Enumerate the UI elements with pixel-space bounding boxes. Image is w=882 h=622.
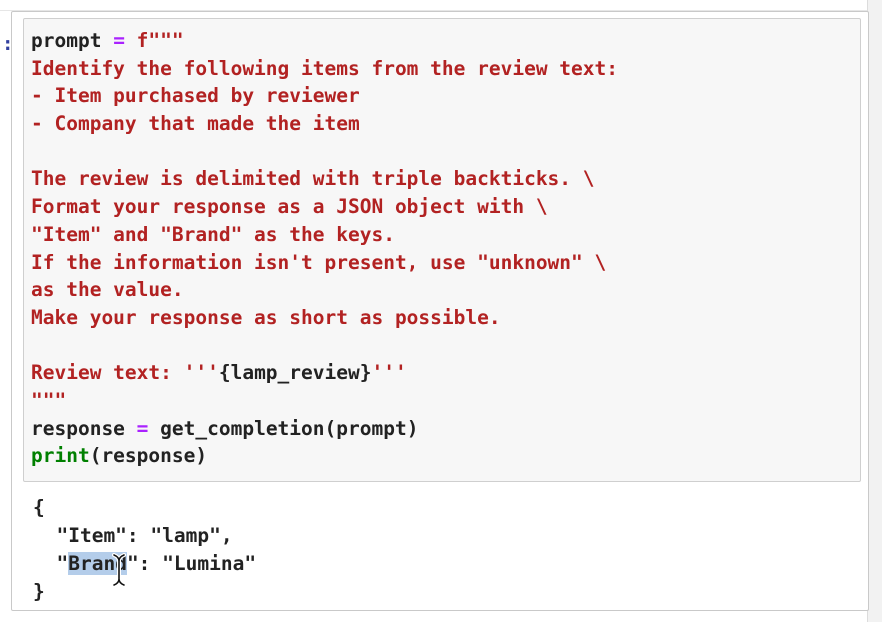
code-line[interactable]: response = get_completion(prompt) bbox=[31, 415, 618, 443]
code-token: - Company that made the item bbox=[31, 112, 360, 136]
code-token: - Item purchased by reviewer bbox=[31, 84, 360, 108]
code-token: Format your response as a JSON object wi… bbox=[31, 195, 548, 219]
notebook-top-divider bbox=[0, 0, 868, 11]
code-line[interactable]: If the information isn't present, use "u… bbox=[31, 249, 618, 277]
text-cursor-ibeam-icon bbox=[112, 553, 126, 587]
code-line[interactable]: "Item" and "Brand" as the keys. bbox=[31, 221, 618, 249]
code-line[interactable]: Identify the following items from the re… bbox=[31, 55, 618, 83]
code-line[interactable]: The review is delimited with triple back… bbox=[31, 165, 618, 193]
code-token: Make your response as short as possible. bbox=[31, 305, 501, 329]
code-line[interactable]: - Company that made the item bbox=[31, 110, 618, 138]
code-line[interactable]: Format your response as a JSON object wi… bbox=[31, 193, 618, 221]
code-token: f""" bbox=[124, 29, 184, 52]
output-token: " bbox=[33, 552, 69, 575]
output-line: } bbox=[33, 578, 256, 606]
cell-prompt-marker: : bbox=[2, 33, 14, 55]
cell-output-text: { "Item": "lamp", "Brand": "Lumina"} bbox=[33, 494, 256, 606]
code-token: print bbox=[31, 444, 90, 468]
page-scrollbar-track[interactable] bbox=[867, 0, 882, 622]
code-line[interactable]: as the value. bbox=[31, 276, 618, 304]
code-token: (response) bbox=[89, 444, 208, 468]
output-token: ": "Lumina" bbox=[126, 552, 257, 575]
code-token: = bbox=[136, 416, 149, 440]
selected-text: Brand bbox=[68, 552, 127, 575]
code-line[interactable]: - Item purchased by reviewer bbox=[31, 82, 618, 110]
code-token: = bbox=[113, 29, 125, 52]
code-line[interactable] bbox=[31, 138, 618, 166]
output-line: "Brand": "Lumina" bbox=[33, 550, 256, 578]
code-token: If the information isn't present, use "u… bbox=[31, 250, 607, 274]
cell-input-editor[interactable] bbox=[23, 18, 861, 482]
code-token: as the value. bbox=[31, 278, 184, 302]
cell-input-code[interactable]: prompt = f"""Identify the following item… bbox=[31, 27, 618, 470]
code-line[interactable]: print(response) bbox=[31, 442, 618, 470]
output-token: { bbox=[33, 496, 45, 519]
code-token: "Item" and "Brand" as the keys. bbox=[31, 222, 395, 246]
code-line[interactable]: Review text: '''{lamp_review}''' bbox=[31, 359, 618, 387]
code-token: {lamp_review} bbox=[218, 361, 372, 385]
code-token: response bbox=[31, 416, 137, 440]
code-line[interactable]: prompt = f""" bbox=[31, 27, 618, 55]
code-line[interactable] bbox=[31, 332, 618, 360]
output-line: "Item": "lamp", bbox=[33, 522, 256, 550]
output-token: "Item": "lamp", bbox=[33, 524, 233, 547]
code-token: prompt bbox=[31, 29, 114, 52]
code-token: Identify the following items from the re… bbox=[31, 56, 618, 80]
code-token: The review is delimited with triple back… bbox=[31, 167, 595, 191]
code-token: Review text: ''' bbox=[31, 361, 219, 385]
output-line: { bbox=[33, 494, 256, 522]
code-line[interactable]: """ bbox=[31, 387, 618, 415]
code-token: ''' bbox=[371, 361, 407, 385]
code-token: """ bbox=[31, 388, 67, 412]
code-line[interactable]: Make your response as short as possible. bbox=[31, 304, 618, 332]
output-token: } bbox=[33, 580, 45, 603]
code-token: get_completion(prompt) bbox=[148, 416, 419, 440]
